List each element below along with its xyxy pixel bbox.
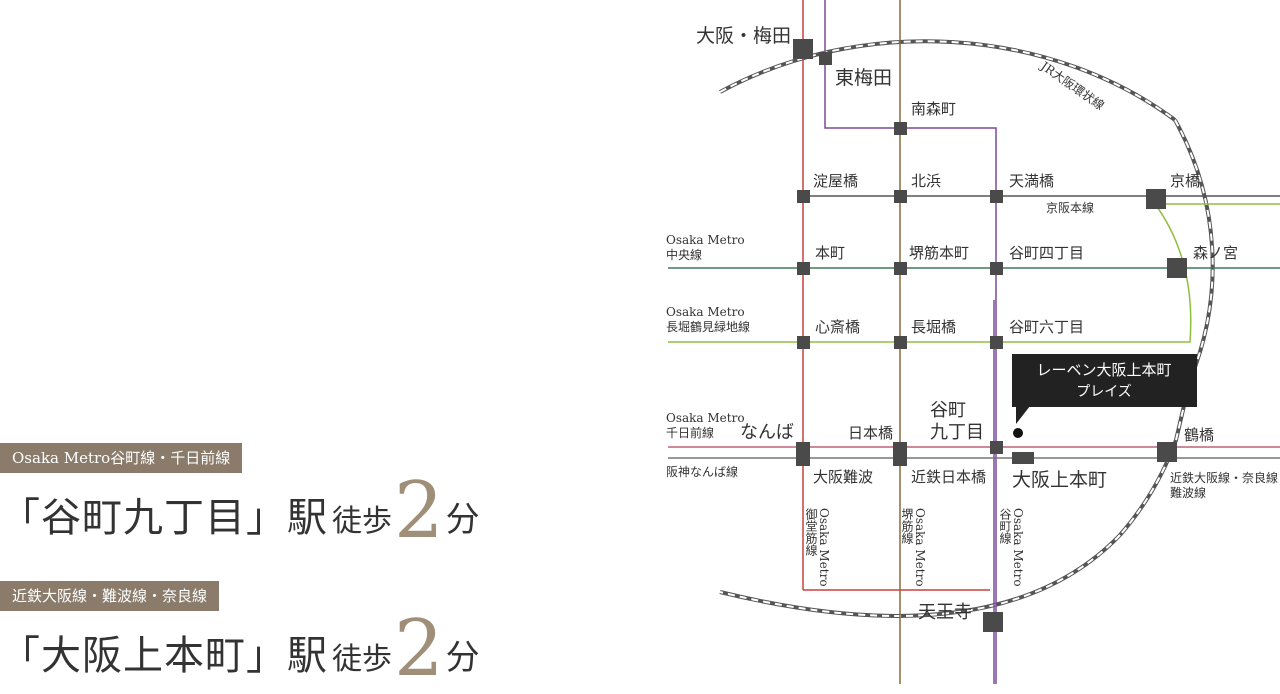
station-marker-honmachi xyxy=(797,262,810,275)
label-sennichimae-a: Osaka Metro xyxy=(666,411,745,425)
walk-minutes: 2 xyxy=(394,604,444,694)
station-marker-minamimorimachi xyxy=(894,122,907,135)
nagahori-line xyxy=(668,203,1280,343)
label-sakaisujihonmachi: 堺筋本町 xyxy=(909,244,969,262)
walk-label: 徒歩 xyxy=(332,642,392,677)
label-tanimachi9-a: 谷町 xyxy=(930,400,966,421)
station-marker-nagahoribashi xyxy=(894,336,907,349)
label-nagahori-b: 長堀鶴見緑地線 xyxy=(666,319,750,334)
label-midosuji-a: Osaka Metro xyxy=(817,508,831,587)
label-tanimachi6: 谷町六丁目 xyxy=(1009,318,1084,336)
minute-unit: 分 xyxy=(445,500,480,540)
station-marker-tenmabashi xyxy=(990,190,1003,203)
callout-line1: レーベン大阪上本町 xyxy=(1036,361,1171,379)
station-name: 「谷町九丁目」駅 xyxy=(0,495,328,541)
walk-time-tanimachi9: 「谷町九丁目」駅徒歩2分 xyxy=(0,466,480,556)
label-higashiumeda: 東梅田 xyxy=(835,67,892,89)
station-marker-tanimachi6 xyxy=(990,336,1003,349)
label-honmachi: 本町 xyxy=(815,244,845,262)
label-hanshin: 阪神なんば線 xyxy=(666,464,738,479)
walk-minutes: 2 xyxy=(394,466,444,556)
minute-unit: 分 xyxy=(445,638,480,678)
label-shinsaibashi: 心斎橋 xyxy=(815,318,860,336)
label-minamimorimachi: 南森町 xyxy=(911,100,956,118)
label-nagahoribashi: 長堀橋 xyxy=(911,318,956,336)
label-kitahama: 北浜 xyxy=(911,172,941,190)
station-name: 「大阪上本町」駅 xyxy=(0,633,328,679)
label-sakaisuji-b: 堺筋線 xyxy=(900,508,914,544)
label-namba: なんば xyxy=(740,422,794,443)
label-tennoji: 天王寺 xyxy=(918,602,972,623)
label-chuo-b: 中央線 xyxy=(666,247,702,262)
station-marker-umeda xyxy=(793,39,813,59)
station-marker-sakaisujihonmachi xyxy=(894,262,907,275)
line-badge-kintetsu: 近鉄大阪線・難波線・奈良線 xyxy=(0,581,220,611)
label-tanimachi-b: 谷町線 xyxy=(998,508,1012,544)
label-midosuji-b: 御堂筋線 xyxy=(804,507,818,556)
station-marker-uehonmachi xyxy=(1012,452,1034,464)
station-marker-kitahama xyxy=(894,190,907,203)
label-kintetsu-a: 近鉄大阪線・奈良線 xyxy=(1170,470,1278,485)
label-nagahori-a: Osaka Metro xyxy=(666,305,745,319)
callout-line2: プレイズ xyxy=(1076,384,1132,400)
station-markers xyxy=(793,39,1187,632)
station-marker-tennoji xyxy=(983,612,1003,632)
label-umeda: 大阪・梅田 xyxy=(696,25,791,47)
walk-time-uehonmachi: 「大阪上本町」駅徒歩2分 xyxy=(0,604,480,694)
label-tanimachi9-b: 九丁目 xyxy=(930,422,984,443)
label-tsuruhashi: 鶴橋 xyxy=(1184,426,1214,444)
line-badge-tanimachi: Osaka Metro谷町線・千日前線 xyxy=(0,443,243,473)
label-tanimachi4: 谷町四丁目 xyxy=(1009,244,1084,262)
label-keihan: 京阪本線 xyxy=(1046,200,1094,215)
station-marker-tsuruhashi xyxy=(1157,442,1177,462)
label-yodoyabashi: 淀屋橋 xyxy=(813,172,858,190)
station-marker-kyobashi xyxy=(1146,189,1166,209)
property-callout: レーベン大阪上本町 プレイズ xyxy=(1012,354,1197,438)
label-chuo-a: Osaka Metro xyxy=(666,233,745,247)
label-morinomiya: 森ノ宮 xyxy=(1193,244,1238,262)
label-kintetsu-b: 難波線 xyxy=(1170,485,1206,500)
label-nipponbashi: 日本橋 xyxy=(848,424,893,442)
station-marker-tanimachi4 xyxy=(990,262,1003,275)
label-kyobashi: 京橋 xyxy=(1170,172,1200,190)
station-marker-namba xyxy=(796,442,810,466)
label-sakaisuji-a: Osaka Metro xyxy=(913,508,927,587)
jr-loop-line xyxy=(719,39,1215,618)
station-marker-yodoyabashi xyxy=(797,190,810,203)
label-tanimachi-a: Osaka Metro xyxy=(1011,508,1025,587)
label-uehonmachi: 大阪上本町 xyxy=(1012,469,1107,491)
label-sennichimae-b: 千日前線 xyxy=(666,425,714,440)
station-marker-nipponbashi xyxy=(893,442,907,466)
station-marker-higashiumeda xyxy=(819,52,832,65)
station-marker-tanimachi9 xyxy=(990,441,1003,454)
station-marker-shinsaibashi xyxy=(797,336,810,349)
label-osakanamba: 大阪難波 xyxy=(813,468,873,486)
label-kintetsunipponbashi: 近鉄日本橋 xyxy=(911,468,986,486)
label-tenmabashi: 天満橋 xyxy=(1009,172,1054,190)
station-marker-morinomiya xyxy=(1167,258,1187,278)
walk-label: 徒歩 xyxy=(332,504,392,539)
